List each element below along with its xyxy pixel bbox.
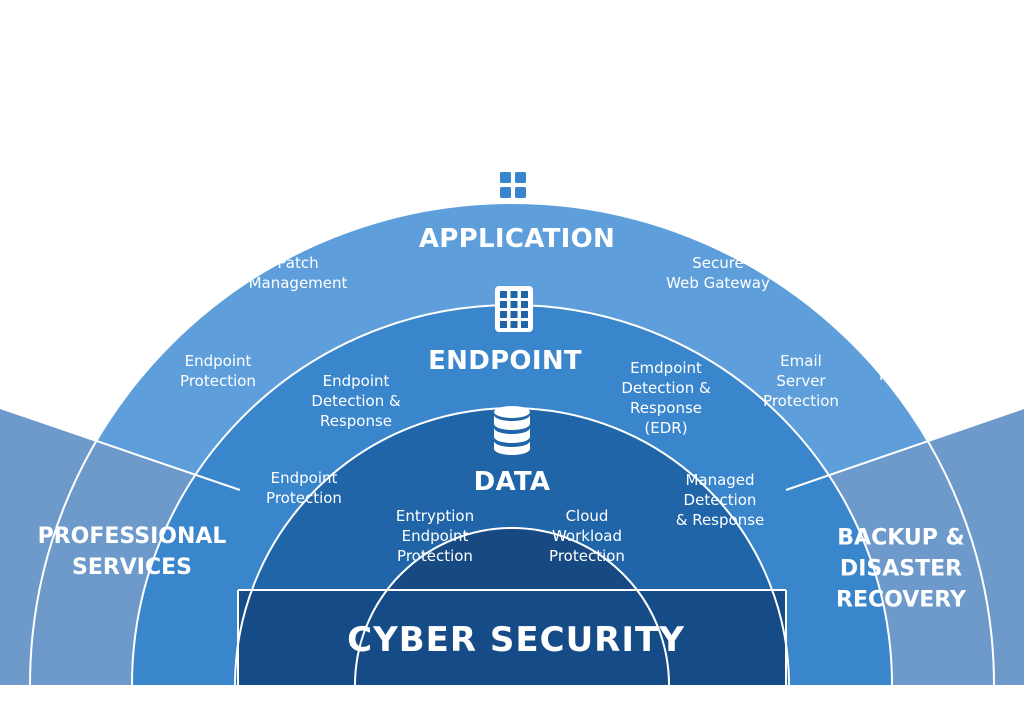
data-title: DATA — [473, 467, 551, 497]
cloud-item-cloud-workload: Cloud Workload Protection — [802, 205, 878, 263]
application-item-patch: Patch Management — [248, 254, 348, 292]
application-item-email-server: Email Server Protection — [763, 352, 839, 410]
backup-recovery-title: BACKUP & DISASTER RECOVERY — [836, 525, 966, 613]
cyber-security-band — [238, 590, 786, 685]
data-item-entryption: Entryption Endpoint Protection — [395, 507, 475, 565]
server-grid-icon — [495, 286, 533, 332]
cloud-item-secure-email: Secure Email Gateway — [149, 205, 217, 263]
cloud-item-encryption: Encryption — [76, 329, 158, 347]
cyber-security-title: CYBER SECURITY — [347, 620, 685, 660]
app-grid-icon — [494, 166, 532, 204]
application-title: APPLICATION — [418, 224, 616, 254]
endpoint-item-edr-left: Endpoint Detection & Response — [311, 372, 401, 430]
professional-services-title: PROFESSIONAL SERVICES — [37, 524, 227, 580]
endpoint-item-endpoint-protection: Endpoint Protection — [266, 469, 342, 507]
endpoint-item-edr-right: Emdpoint Detection & Response (EDR) — [621, 359, 711, 437]
cloud-item-dlp: Data Loss Prevention (DLP) — [257, 98, 339, 156]
cloud-item-cloud-dlp: Cloud Loss Prevention (DLP) — [650, 98, 776, 136]
cloud-title: CLOUD — [461, 102, 563, 132]
endpoint-title: ENDPOINT — [428, 346, 582, 376]
endpoint-item-mdr: Managed Detection & Response — [675, 471, 765, 529]
database-icon — [494, 406, 530, 455]
cloud-item-cloud-workload-2: Cloud Workload Protection — [879, 326, 955, 384]
data-item-cloud-workload: Cloud Workload Protection — [549, 507, 625, 565]
cloud-icon — [486, 41, 546, 88]
application-item-secure-web: Secure Web Gateway — [666, 254, 770, 292]
application-item-endpoint-protection: Endpoint Protection — [180, 352, 256, 390]
